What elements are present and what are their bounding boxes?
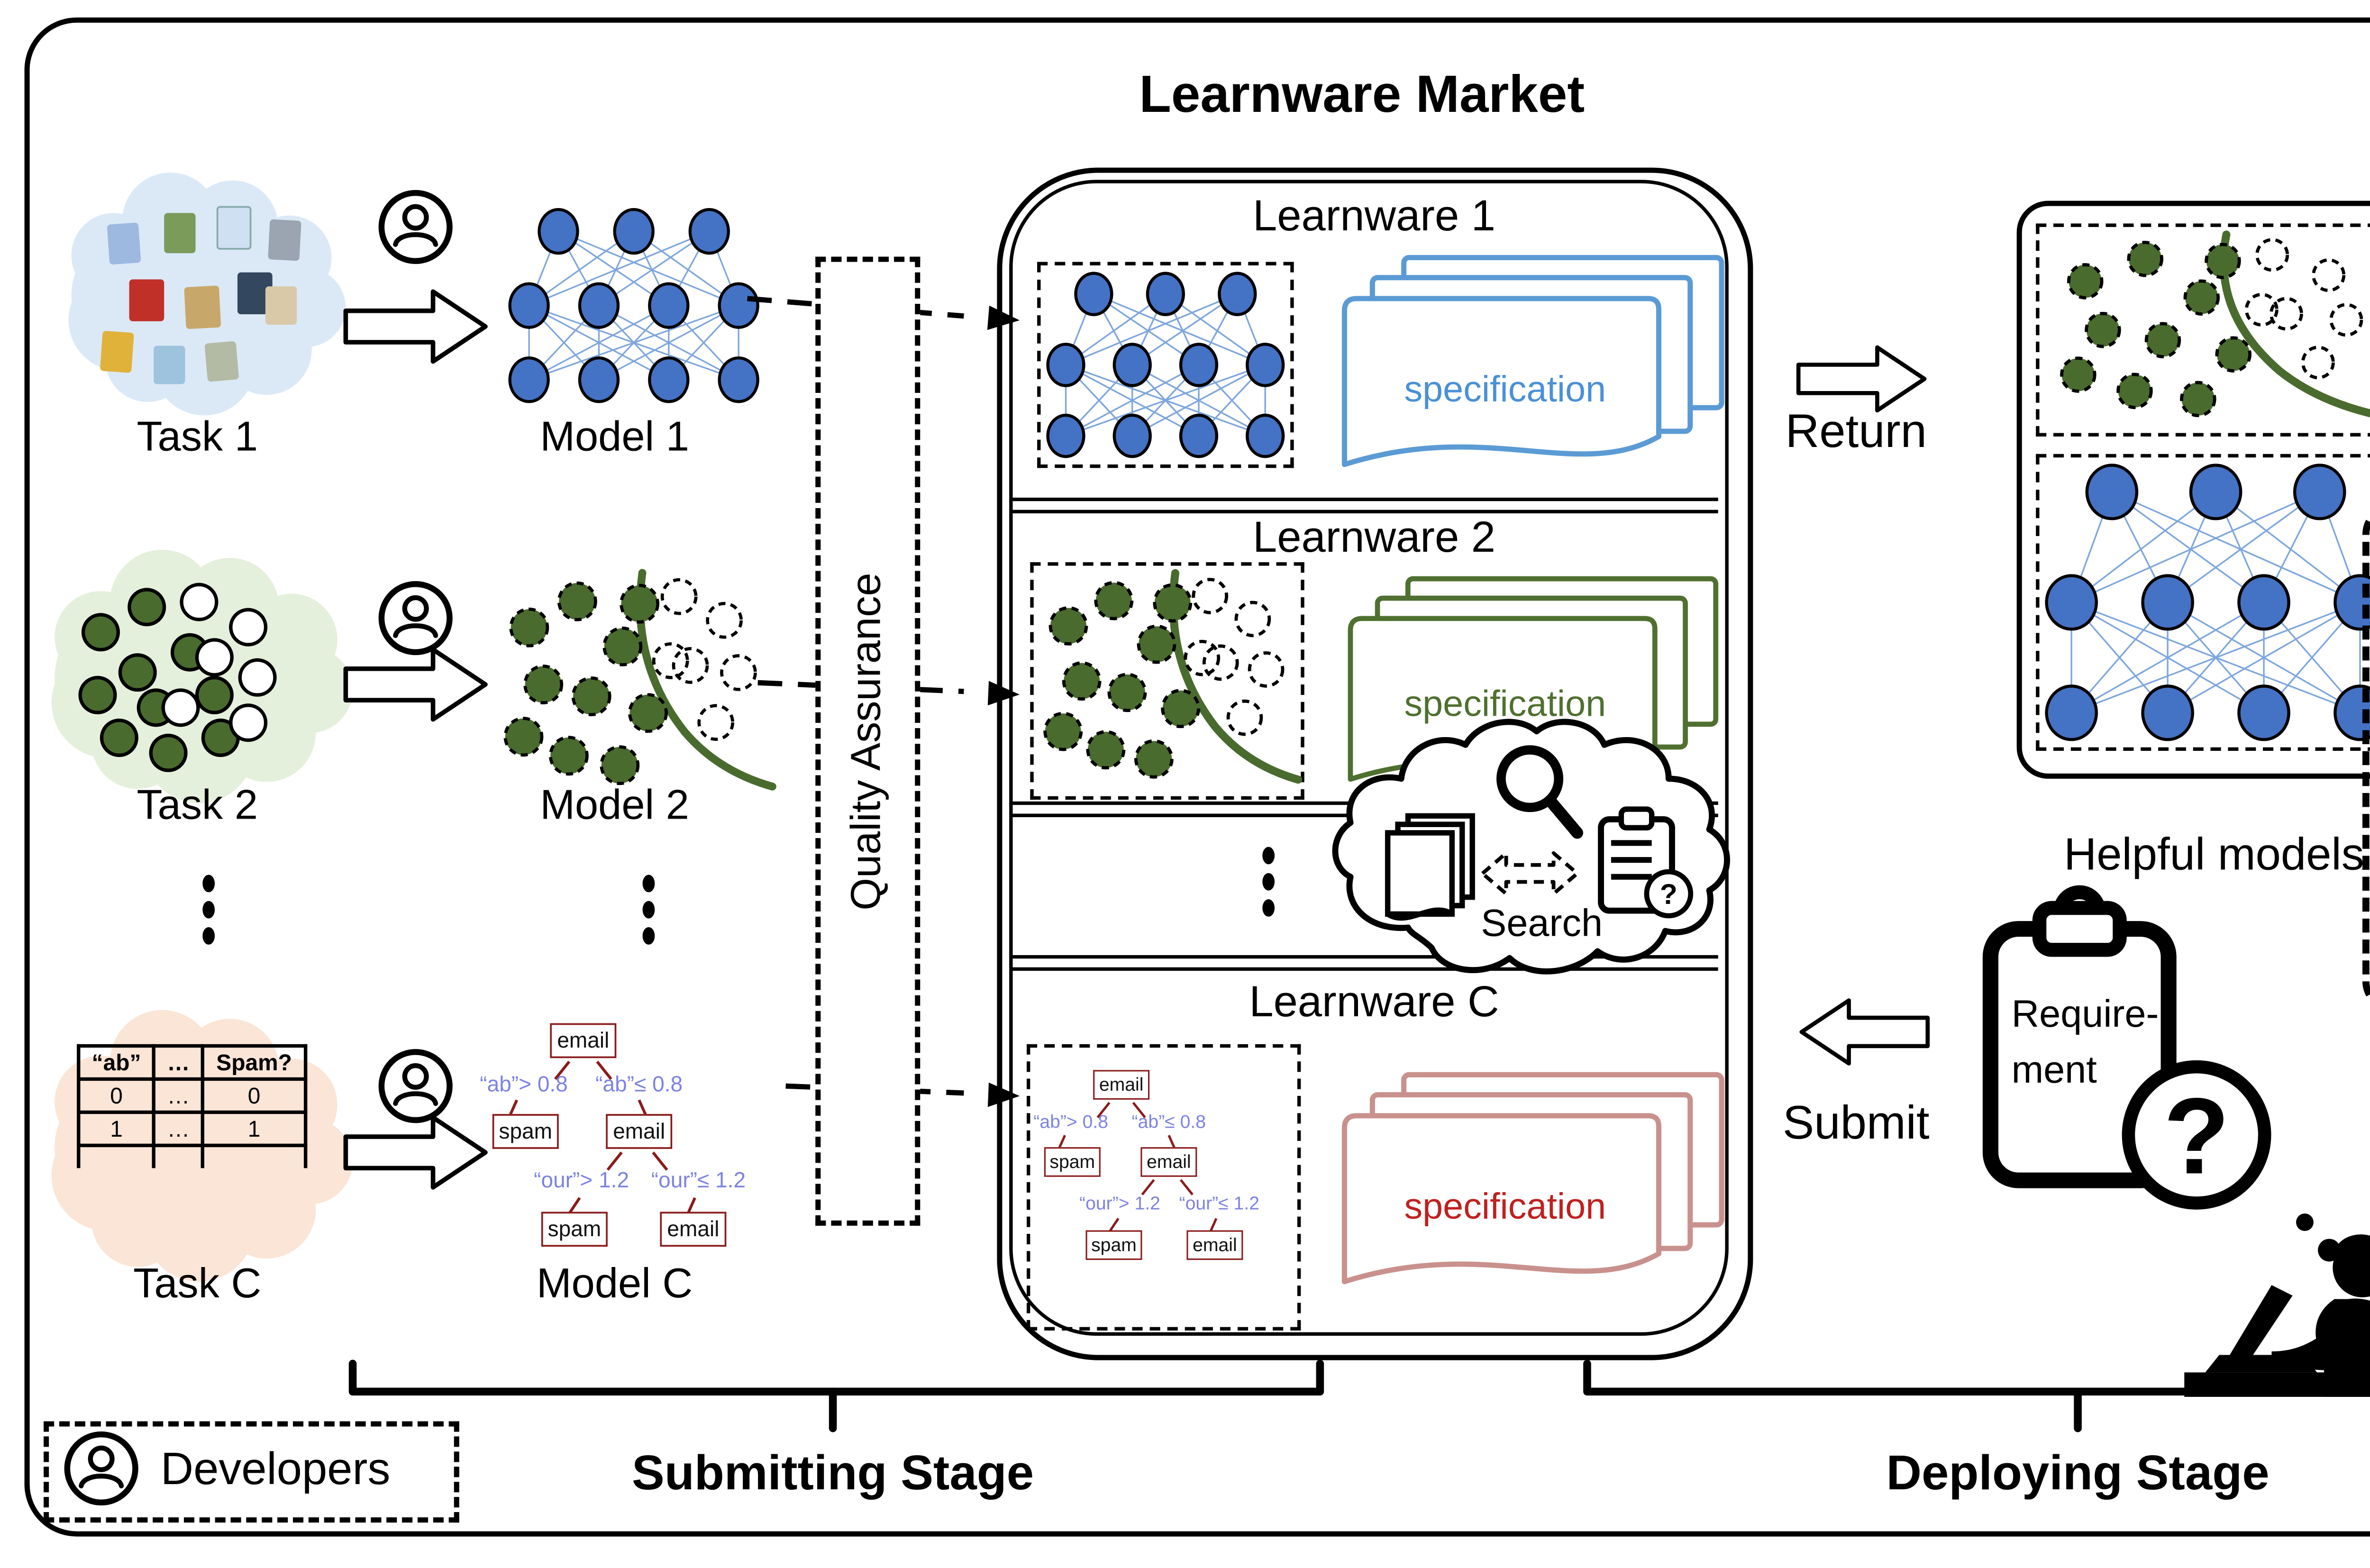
return-label: Return (1785, 405, 1927, 458)
model1-label: Model 1 (540, 414, 689, 461)
tree-node: email (1140, 1147, 1197, 1177)
vertical-ellipsis-icon (1256, 838, 1280, 932)
learnware2-title: Learnware 2 (1253, 513, 1496, 563)
tree-node: spam (1085, 1230, 1142, 1260)
sample-image-thumbnail (154, 346, 185, 384)
developer-person-icon (377, 580, 454, 656)
market-divider (1012, 955, 1718, 971)
learnware-market-panel-inner-border (1009, 180, 1729, 1336)
modelC-decision-tree: email “ab”> 0.8 “ab”≤ 0.8 spam email “ou… (480, 1009, 793, 1334)
tree-node: email (1186, 1230, 1243, 1260)
learnwareC-decision-tree: email “ab”> 0.8 “ab”≤ 0.8 spam email “ou… (1033, 1058, 1300, 1334)
developers-label: Developers (160, 1442, 391, 1495)
taskC-data-table: “ab” … Spam? 0 … 0 1 … 1 (77, 1044, 308, 1168)
stage-braces (348, 1359, 2370, 1432)
table-cell: 0 (77, 1077, 156, 1114)
tree-edge-label: “ab”> 0.8 (480, 1072, 568, 1097)
requirement-label-line1: Require- (2011, 992, 2159, 1036)
table-header: … (152, 1044, 205, 1081)
tree-node: email (1093, 1070, 1150, 1100)
learnwareC-model: email “ab”> 0.8 “ab”≤ 0.8 spam email “ou… (1026, 1044, 1301, 1334)
table-cell: … (152, 1110, 205, 1148)
helpful-model-network (2036, 454, 2370, 751)
train-arrow-icon (343, 288, 489, 365)
market-divider (1012, 497, 1718, 513)
specification-label: specification (1404, 1187, 1606, 1228)
quality-assurance-gate: Quality Assurance (815, 256, 921, 1226)
model2-label: Model 2 (540, 782, 689, 830)
model2-decision-boundary (492, 566, 776, 803)
return-arrow-icon (1796, 342, 1928, 416)
tree-node: spam (492, 1114, 559, 1149)
tree-edge-label: “our”> 1.2 (1079, 1193, 1160, 1214)
taskC-label: Task C (133, 1260, 262, 1308)
tree-node: email (660, 1212, 727, 1247)
vertical-ellipsis-icon (196, 866, 220, 960)
sample-image-thumbnail (265, 286, 297, 325)
figure-border (24, 17, 2370, 1537)
specification-label: specification (1404, 370, 1606, 410)
tree-node: email (606, 1114, 673, 1149)
svg-text:?: ? (2163, 1076, 2230, 1196)
svg-text:?: ? (1660, 878, 1677, 910)
developer-person-icon (377, 189, 454, 265)
submit-arrow-icon (1798, 995, 1930, 1069)
sample-image-thumbnail (164, 213, 196, 254)
developer-person-icon (377, 1048, 454, 1124)
table-cell: 0 (201, 1077, 308, 1114)
table-header: Spam? (201, 1044, 308, 1081)
tree-edge-label: “ab”≤ 0.8 (595, 1072, 683, 1097)
train-arrow-icon (343, 646, 489, 723)
helpful-models-box (2016, 201, 2370, 779)
learnware1-specification-docs: specification (1341, 255, 1729, 479)
developers-legend (44, 1421, 459, 1523)
train-arrow-icon (343, 1114, 489, 1191)
modelC-label: Model C (537, 1260, 693, 1308)
learnware1-model (1037, 262, 1294, 468)
helpful-model-classifier (2036, 223, 2370, 437)
task2-label: Task 2 (137, 782, 258, 830)
requirement-label-line2: ment (2011, 1048, 2097, 1092)
tree-edge-label: “our”≤ 1.2 (651, 1168, 746, 1193)
table-cell: … (152, 1077, 205, 1114)
tree-edge-label: “ab”> 0.8 (1033, 1112, 1109, 1132)
task1-image-cloud (63, 171, 346, 419)
table-cell: 1 (201, 1110, 308, 1148)
developer-person-icon (63, 1430, 140, 1507)
learnwareC-title: Learnware C (1249, 977, 1499, 1027)
quality-assurance-label: Quality Assurance (843, 572, 891, 910)
search-cloud: ? Search (1320, 709, 1760, 1010)
sample-image-thumbnail (129, 279, 164, 321)
tree-node: spam (1044, 1147, 1101, 1177)
tree-edge-label: “our”> 1.2 (534, 1168, 629, 1193)
task1-label: Task 1 (137, 414, 258, 461)
submit-label: Submit (1782, 1096, 1930, 1149)
page-title: Learnware Market (1139, 66, 1585, 124)
learnware-market-panel (997, 167, 1753, 1360)
learnware2-model (1030, 562, 1304, 800)
tree-node: spam (541, 1212, 608, 1247)
model1-neural-network (503, 202, 765, 409)
question-mark-icon: ? (2116, 1048, 2284, 1229)
vertical-ellipsis-icon (636, 866, 660, 960)
submitting-stage-label: Submitting Stage (632, 1446, 1034, 1500)
search-label: Search (1481, 901, 1603, 945)
deploying-stage-label: Deploying Stage (1886, 1446, 2270, 1500)
learnwareC-specification-docs: specification (1341, 1062, 1729, 1306)
helpful-models-label: Helpful models (2064, 828, 2364, 880)
tree-node: email (550, 1023, 617, 1058)
task2-data-cloud (46, 549, 353, 803)
tree-edge-label: “ab”≤ 0.8 (1131, 1112, 1206, 1132)
tree-edge-label: “our”≤ 1.2 (1179, 1193, 1259, 1214)
table-cell: 1 (77, 1110, 156, 1148)
sample-image-thumbnail (216, 206, 252, 250)
table-header: “ab” (77, 1044, 156, 1081)
learnware1-title: Learnware 1 (1253, 192, 1496, 241)
specification-label: specification (1404, 684, 1606, 725)
